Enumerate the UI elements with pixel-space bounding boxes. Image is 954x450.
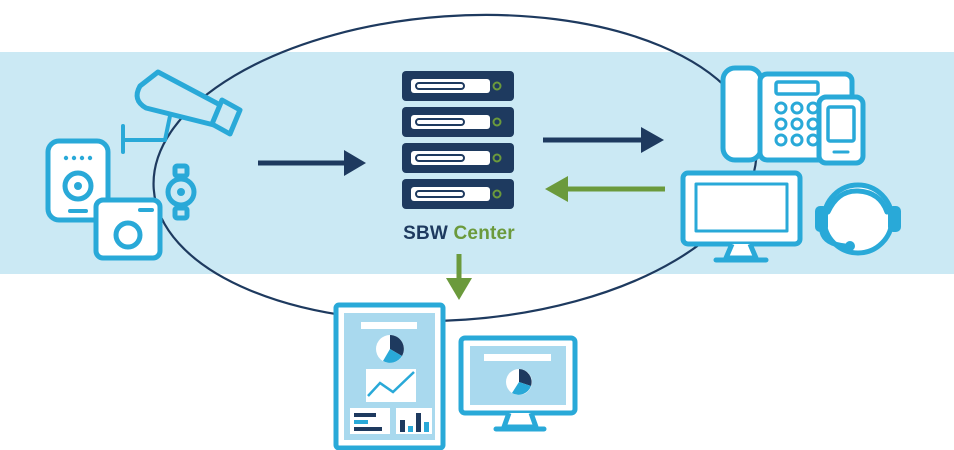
arrow-operators-to-center — [545, 176, 665, 202]
camera-box-icon — [93, 197, 163, 261]
center-label: SBW Center — [384, 223, 534, 245]
center-label-part1: SBW — [403, 223, 449, 244]
camera-icon — [121, 69, 243, 154]
operator-headset-icon — [815, 182, 901, 256]
door-intercom-icon — [45, 138, 111, 223]
arrow-devices-to-center — [258, 150, 366, 176]
server-unit — [402, 143, 514, 173]
server-rack-icon — [402, 71, 514, 209]
monitor-icon — [680, 170, 803, 263]
dashboard-monitor-icon — [458, 335, 578, 432]
arrow-center-to-reports — [446, 254, 472, 300]
center-label-part2: Center — [453, 223, 515, 244]
report-document-icon — [333, 302, 446, 450]
server-unit — [402, 71, 514, 101]
server-unit — [402, 107, 514, 137]
arrow-center-to-operators — [543, 127, 664, 153]
server-unit — [402, 179, 514, 209]
wearable-panic-button-icon — [165, 163, 197, 221]
mobile-phone-icon — [816, 94, 866, 166]
